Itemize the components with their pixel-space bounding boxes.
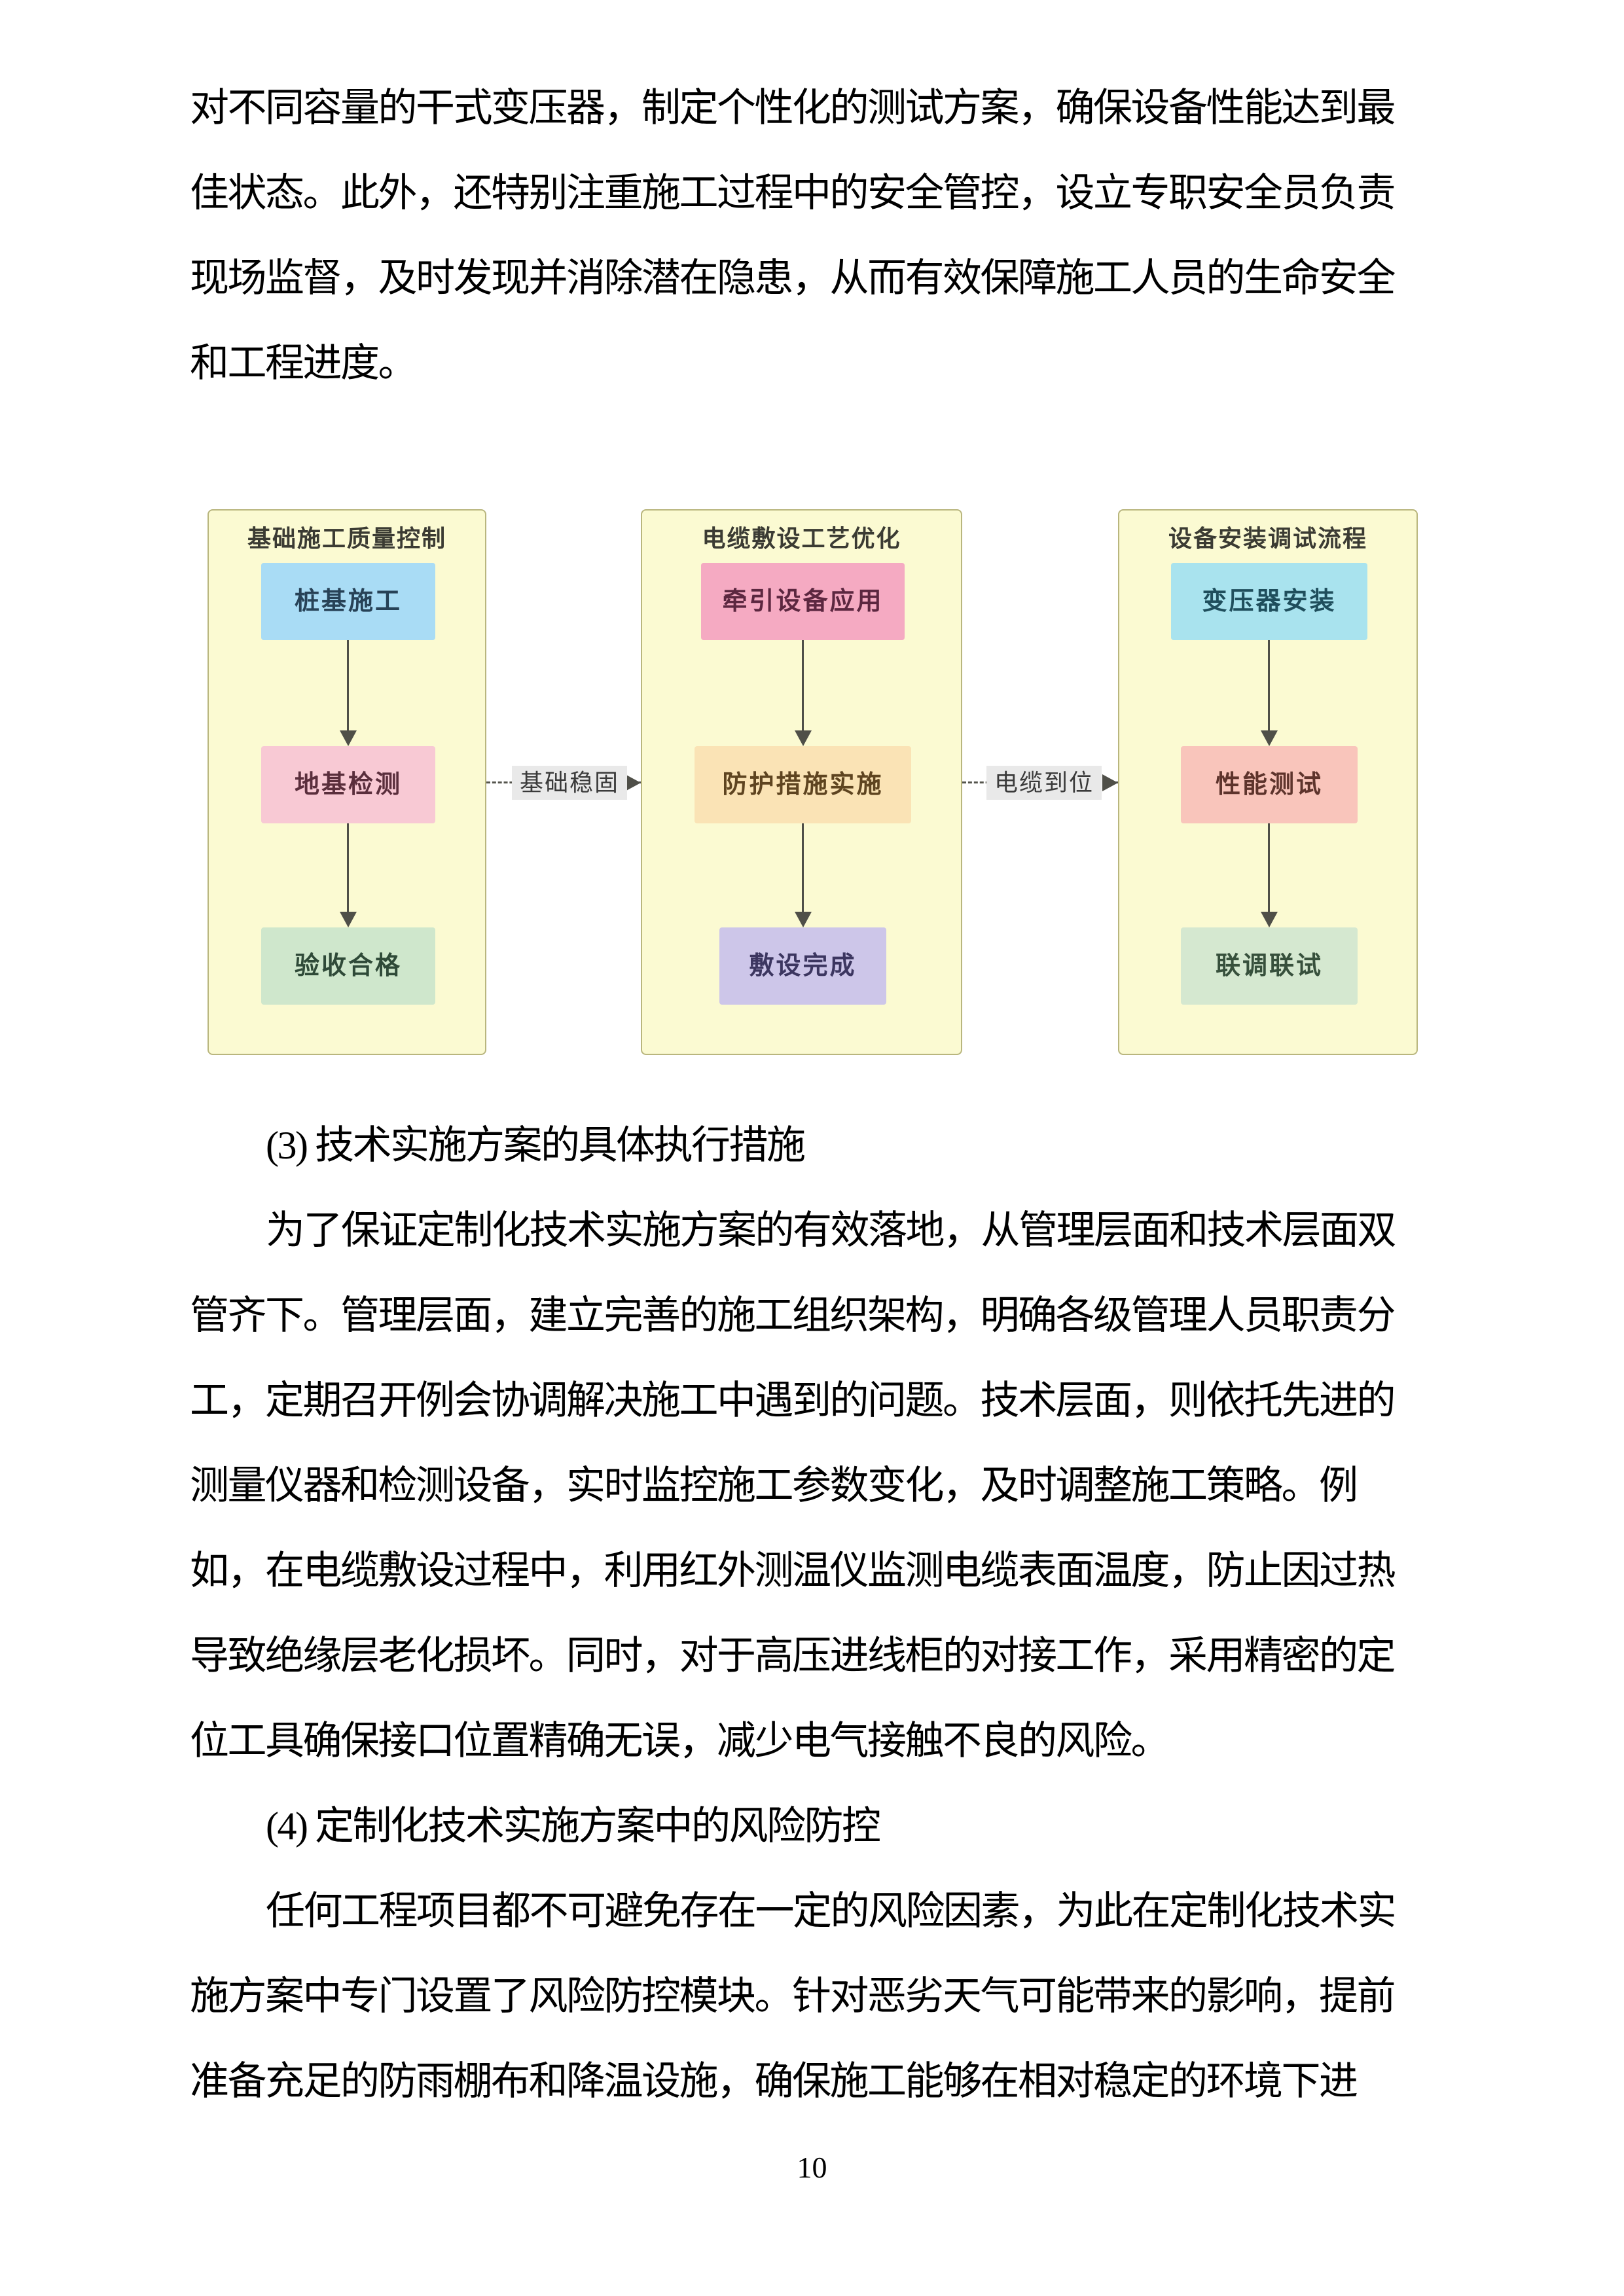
text-line: 为了保证定制化技术实施方案的有效落地，从管理层面和技术层面双 <box>266 1209 1397 1252</box>
text-line: 准备充足的防雨棚布和降温设施，确保施工能够在相对稳定的环境下进 <box>190 2060 1358 2103</box>
text-line: 施方案中专门设置了风险防控模块。针对恶劣天气可能带来的影响，提前 <box>190 1975 1396 2018</box>
down-arrow-icon <box>340 730 357 746</box>
connector-label: 基础稳固 <box>512 766 628 800</box>
heading-3: (3) 技术实施方案的具体执行措施 <box>266 1124 806 1167</box>
heading-4: (4) 定制化技术实施方案中的风险防控 <box>266 1804 881 1848</box>
flow-panel-cable: 电缆敷设工艺优化 牵引设备应用 防护措施实施 敷设完成 <box>641 509 962 1055</box>
text-line: 工，定期召开例会协调解决施工中遇到的问题。技术层面，则依托先进的 <box>190 1379 1396 1422</box>
text-line: 管齐下。管理层面，建立完善的施工组织架构，明确各级管理人员职责分 <box>190 1294 1396 1337</box>
flow-node: 联调联试 <box>1181 927 1358 1005</box>
text-line: 任何工程项目都不可避免存在一定的风险因素，为此在定制化技术实 <box>266 1890 1397 1933</box>
text-line: 对不同容量的干式变压器，制定个性化的测试方案，确保设备性能达到最 <box>190 86 1396 130</box>
down-arrow-line <box>347 640 349 732</box>
right-arrow-icon <box>1102 774 1118 791</box>
down-arrow-icon <box>795 912 812 927</box>
down-arrow-icon <box>340 912 357 927</box>
text-line: 佳状态。此外，还特别注重施工过程中的安全管控，设立专职安全员负责 <box>190 171 1396 215</box>
flow-node: 桩基施工 <box>261 563 435 640</box>
connector-label: 电缆到位 <box>986 766 1102 800</box>
down-arrow-line <box>347 823 349 912</box>
paragraph-1: 对不同容量的干式变压器，制定个性化的测试方案，确保设备性能达到最 佳状态。此外，… <box>190 65 1434 406</box>
flow-node: 变压器安装 <box>1171 563 1367 640</box>
down-arrow-line <box>802 640 804 732</box>
right-arrow-icon <box>625 774 641 791</box>
text-line: 导致绝缘层老化损坏。同时，对于高压进线柜的对接工作，采用精密的定 <box>190 1634 1396 1677</box>
down-arrow-line <box>1268 823 1270 912</box>
panel-title: 电缆敷设工艺优化 <box>702 525 901 552</box>
panel-title: 基础施工质量控制 <box>247 525 446 552</box>
flow-node: 地基检测 <box>261 746 435 823</box>
down-arrow-line <box>802 823 804 912</box>
text-line: 测量仪器和检测设备，实时监控施工参数变化，及时调整施工策略。例 <box>190 1464 1358 1507</box>
flow-node: 牵引设备应用 <box>701 563 905 640</box>
down-arrow-icon <box>795 730 812 746</box>
flow-panel-equipment: 设备安装调试流程 变压器安装 性能测试 联调联试 <box>1118 509 1418 1055</box>
flow-panel-foundation: 基础施工质量控制 桩基施工 地基检测 验收合格 <box>208 509 486 1055</box>
text-line: 现场监督，及时发现并消除潜在隐患，从而有效保障施工人员的生命安全 <box>190 257 1396 300</box>
text-line: 位工具确保接口位置精确无误，减少电气接触不良的风险。 <box>190 1719 1170 1763</box>
down-arrow-icon <box>1261 912 1278 927</box>
flow-node: 验收合格 <box>261 927 435 1005</box>
page-number: 10 <box>797 2151 827 2184</box>
flow-node: 防护措施实施 <box>695 746 911 823</box>
flow-node: 敷设完成 <box>719 927 886 1005</box>
down-arrow-line <box>1268 640 1270 732</box>
panel-title: 设备安装调试流程 <box>1168 525 1367 552</box>
text-line: 如，在电缆敷设过程中，利用红外测温仪监测电缆表面温度，防止因过热 <box>190 1549 1396 1592</box>
down-arrow-icon <box>1261 730 1278 746</box>
text-line: 和工程进度。 <box>190 342 418 385</box>
section-text: (3) 技术实施方案的具体执行措施 为了保证定制化技术实施方案的有效落地，从管理… <box>190 1103 1434 2124</box>
flow-node: 性能测试 <box>1181 746 1358 823</box>
